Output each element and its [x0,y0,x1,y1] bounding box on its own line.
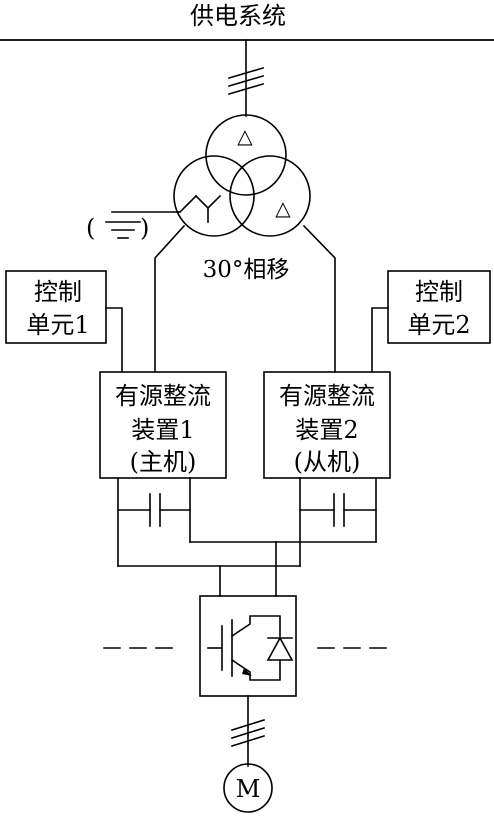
transformer-right-winding [229,155,311,237]
dc-link-right [299,477,377,567]
motor-label: M [236,775,261,803]
rectifier-2-line2: 装置2 [295,416,358,444]
rectifier-1-line1: 有源整流 [115,382,211,410]
secondary-right-line [302,224,336,373]
transformer: △ △ [173,114,311,237]
rectifier-2-box [263,371,391,479]
control-unit-1-link [105,307,123,373]
control-unit-2-link [371,307,389,373]
ground-symbol: ( ) [86,211,181,242]
inverter-box [199,595,297,697]
transformer-top-winding [205,114,287,196]
delta-top-symbol: △ [237,124,253,148]
control-unit-1-box [5,270,107,344]
wye-symbol [178,194,222,223]
rectifier-2-line3: (从机) [294,448,361,476]
delta-right-symbol: △ [275,196,291,220]
dc-capacitor-left [149,493,161,527]
motor-circle [223,763,273,813]
supply-system-title: 供电系统 [190,2,286,30]
freewheel-diode-symbol [266,636,294,661]
igbt-symbol [207,615,281,681]
phase-shift-label: 30°相移 [203,257,290,283]
three-phase-ticks-bottom [230,718,266,748]
dc-capacitor-right [333,493,345,527]
dc-link-left [117,477,191,567]
ground-open-paren: ( [86,214,95,242]
transformer-left-winding [173,155,255,237]
rectifier-1-box [99,371,227,479]
ground-close-paren: ) [140,214,149,242]
control-unit-1-line2: 单元1 [26,311,89,339]
control-unit-2-line1: 控制 [415,278,463,306]
control-unit-2-line2: 单元2 [407,311,470,339]
rectifier-2-line1: 有源整流 [279,382,375,410]
secondary-left-line [154,224,186,373]
rectifier-1-line3: (主机) [130,448,197,476]
dc-bus [117,541,377,597]
rectifier-1-line2: 装置1 [131,416,194,444]
control-unit-2-box [387,270,491,344]
control-unit-1-line1: 控制 [34,278,82,306]
three-phase-ticks-top [228,67,264,95]
